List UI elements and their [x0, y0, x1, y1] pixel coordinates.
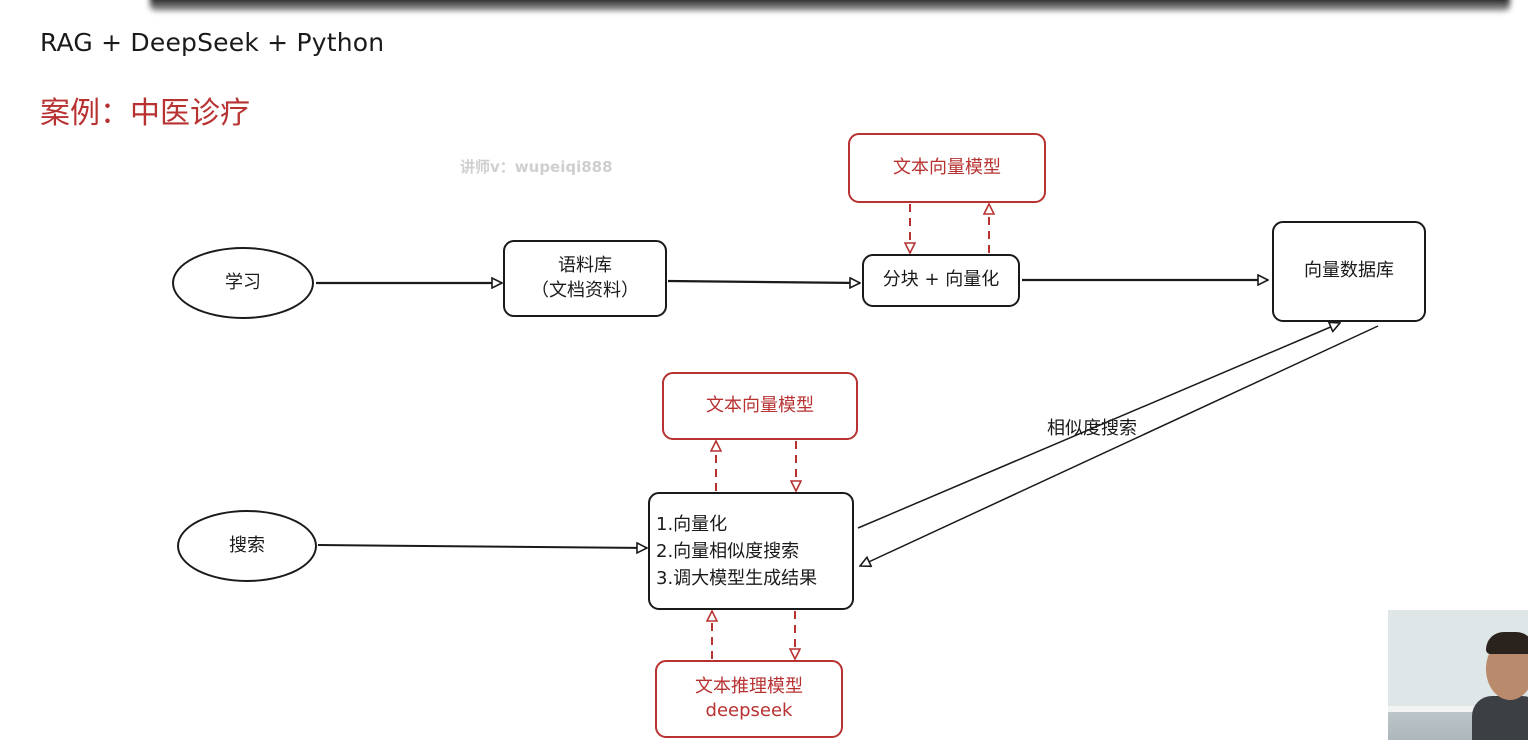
edge-vdb-to-process [860, 325, 1379, 566]
webcam-windowsill [1388, 706, 1528, 712]
node-reasoning-model: 文本推理模型 deepseek [655, 660, 843, 738]
node-reasoning-model-label: 文本推理模型 [695, 675, 803, 697]
node-text-embedding-model-mid: 文本向量模型 [662, 372, 858, 440]
step-3: 3.调大模型生成结果 [656, 567, 818, 589]
node-chunk-vectorize-label: 分块 + 向量化 [882, 269, 1000, 291]
edge-process-to-vdb [857, 323, 1340, 529]
node-vector-db: 向量数据库 [1272, 221, 1426, 322]
node-search: 搜索 [177, 510, 317, 582]
node-corpus-sublabel: （文档资料） [531, 279, 639, 301]
node-process-steps: 1.向量化 2.向量相似度搜索 3.调大模型生成结果 [648, 492, 854, 610]
edge-search-process [317, 545, 647, 548]
node-search-label: 搜索 [229, 534, 265, 556]
step-2: 2.向量相似度搜索 [656, 540, 800, 562]
edge-corpus-chunk [667, 281, 860, 283]
presenter-webcam [1388, 610, 1528, 740]
top-fade [0, 0, 1528, 20]
node-text-embedding-model-top: 文本向量模型 [848, 133, 1046, 203]
node-text-embedding-model-top-label: 文本向量模型 [893, 156, 1001, 178]
node-learn-label: 学习 [225, 271, 261, 293]
step-1: 1.向量化 [656, 513, 728, 535]
slide-subtitle: RAG + DeepSeek + Python [40, 28, 385, 57]
edge-label-similarity-search: 相似度搜索 [1047, 418, 1137, 439]
presenter-hair [1486, 632, 1528, 654]
node-reasoning-model-name: deepseek [705, 700, 793, 721]
node-vector-db-label: 向量数据库 [1304, 260, 1394, 282]
presenter-body [1472, 696, 1528, 740]
node-corpus-label: 语料库 [558, 255, 612, 277]
case-title: 案例：中医诊疗 [40, 96, 250, 131]
node-chunk-vectorize: 分块 + 向量化 [862, 254, 1020, 307]
node-corpus: 语料库 （文档资料） [503, 240, 667, 317]
node-text-embedding-model-mid-label: 文本向量模型 [706, 394, 814, 416]
watermark: 讲师v：wupeiqi888 [460, 158, 613, 176]
node-learn: 学习 [172, 247, 314, 319]
